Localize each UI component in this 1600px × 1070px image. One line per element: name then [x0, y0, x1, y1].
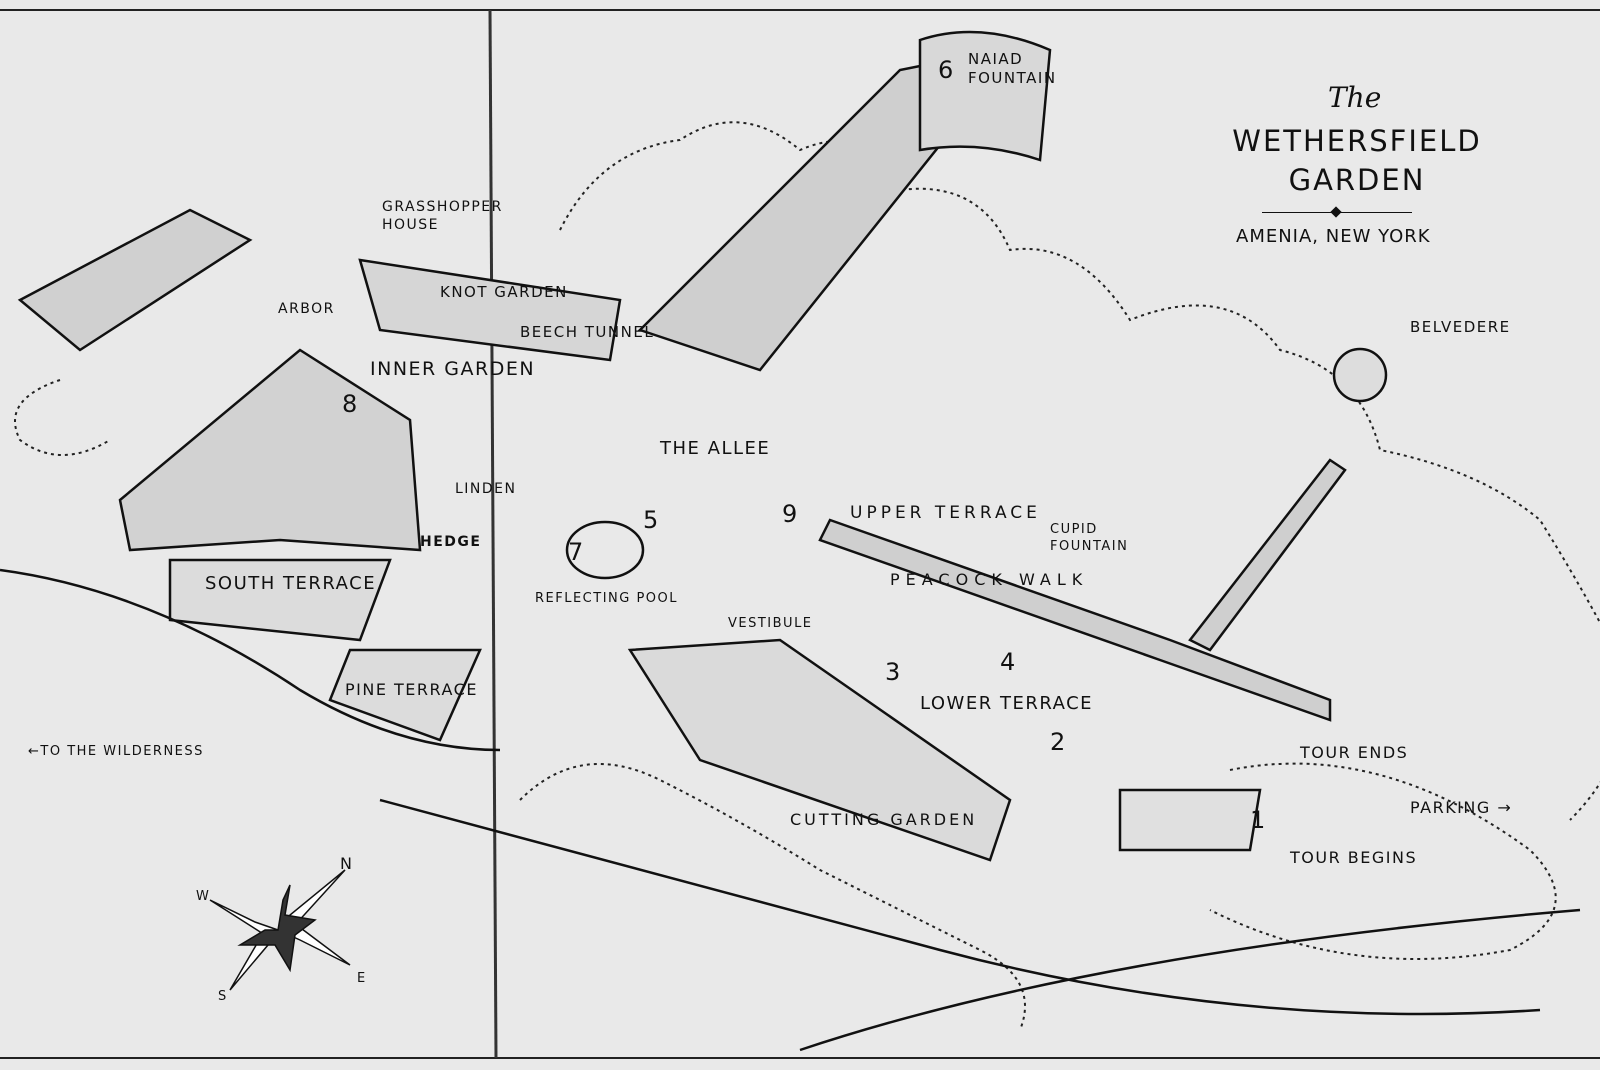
label-peacock-walk: PEACOCK WALK: [890, 570, 1089, 589]
label-knot-garden: KNOT GARDEN: [440, 283, 568, 301]
label-linden: LINDEN: [455, 481, 517, 497]
label-tour-ends: TOUR ENDS: [1300, 743, 1409, 762]
label-south-terrace: SOUTH TERRACE: [205, 573, 377, 594]
compass-west: W: [196, 889, 211, 904]
tour-stop-2: 2: [1050, 728, 1066, 756]
tour-stop-8: 8: [342, 390, 358, 418]
label-parking: PARKING →: [1410, 798, 1513, 817]
tour-stop-1: 1: [1250, 806, 1266, 834]
label-naiad-fountain: NAIAD FOUNTAIN: [968, 50, 1057, 87]
title-ornament: [1262, 212, 1412, 213]
label-vestibule: VESTIBULE: [728, 616, 813, 631]
tour-stop-4: 4: [1000, 648, 1016, 676]
label-arbor: ARBOR: [278, 301, 335, 317]
label-grasshopper-house: GRASSHOPPER HOUSE: [382, 199, 503, 234]
label-belvedere: BELVEDERE: [1410, 318, 1511, 336]
page-fold: [488, 9, 498, 1059]
label-lower-terrace: LOWER TERRACE: [920, 693, 1094, 714]
label-cutting-garden: CUTTING GARDEN: [790, 810, 978, 829]
label-pine-terrace: PINE TERRACE: [345, 680, 478, 699]
tour-stop-6: 6: [938, 56, 954, 84]
label-beech-tunnel: BEECH TUNNEL: [520, 323, 655, 341]
compass-north: N: [340, 854, 354, 873]
map-title-line1: WETHERSFIELD: [1232, 124, 1482, 158]
compass-south: S: [218, 989, 228, 1004]
map-title: WETHERSFIELD GARDEN: [1212, 122, 1502, 200]
map-location: AMENIA, NEW YORK: [1236, 226, 1431, 247]
label-to-the-wilderness: ←TO THE WILDERNESS: [28, 744, 204, 759]
label-reflecting-pool: REFLECTING POOL: [535, 591, 679, 606]
label-tour-begins: TOUR BEGINS: [1290, 848, 1418, 867]
label-hedge: HEDGE: [420, 534, 482, 550]
label-inner-garden: INNER GARDEN: [370, 358, 536, 380]
tour-stop-3: 3: [885, 658, 901, 686]
label-upper-terrace: UPPER TERRACE: [850, 503, 1041, 523]
tour-stop-7: 7: [568, 538, 584, 566]
tour-stop-9: 9: [782, 500, 798, 528]
title-the: The: [1328, 81, 1382, 114]
label-cupid-fountain: CUPID FOUNTAIN: [1050, 522, 1129, 554]
compass-rose: [209, 869, 351, 991]
label-the-allee: THE ALLEE: [660, 438, 771, 459]
compass-east: E: [357, 971, 367, 986]
map-title-line2: GARDEN: [1288, 163, 1426, 198]
tour-stop-5: 5: [643, 506, 659, 534]
